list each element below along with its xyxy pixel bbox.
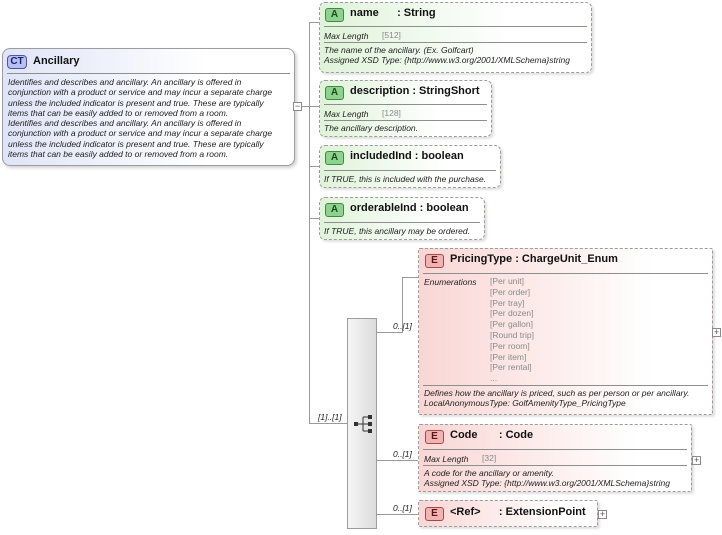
code-multiplicity: 0..[1] [393, 449, 412, 459]
attribute-orderableind-box[interactable]: A orderableInd : boolean If TRUE, this a… [319, 197, 485, 240]
element-divider [423, 465, 687, 466]
enumeration-item: [Per rental] [490, 362, 532, 373]
facet-value: [512] [382, 30, 401, 40]
attribute-badge: A [325, 8, 344, 22]
sequence-multiplicity: [1]..[1] [318, 412, 342, 422]
element-divider [423, 273, 708, 274]
element-badge: E [425, 430, 444, 444]
element-divider [423, 385, 708, 386]
expand-toggle-pricingtype[interactable]: + [712, 327, 721, 337]
element-pricingtype-label: PricingType : ChargeUnit_Enum [450, 253, 618, 265]
enumerations-label: Enumerations [424, 277, 477, 287]
complex-type-divider [7, 73, 290, 74]
connector-includedind [309, 166, 321, 167]
element-badge: E [425, 507, 444, 521]
element-pricingtype-box[interactable]: E PricingType : ChargeUnit_Enum Enumerat… [418, 248, 713, 415]
enumeration-item: [Per room] [490, 340, 530, 351]
facet-value: [128] [382, 108, 401, 118]
expand-toggle-ref[interactable]: + [598, 509, 607, 519]
collapse-toggle[interactable]: − [293, 101, 302, 111]
connector-seq-pricing [377, 332, 403, 333]
attribute-badge: A [325, 151, 344, 165]
enumeration-list: [Per unit] [Per order] [Per tray] [Per d… [490, 276, 534, 384]
enumeration-item: [Per tray] [490, 297, 525, 308]
element-divider [423, 449, 687, 450]
element-code-type: Assigned XSD Type: {http://www.w3.org/20… [424, 478, 670, 488]
sequence-compositor[interactable] [347, 318, 377, 529]
attribute-divider [324, 42, 587, 43]
attribute-name-label: name : String [350, 7, 436, 19]
attribute-orderableind-description: If TRUE, this ancillary may be ordered. [324, 226, 470, 236]
element-code-box[interactable]: E Code : Code Max Length [32] A code for… [418, 424, 692, 492]
facet-label: Max Length [324, 31, 369, 41]
ref-multiplicity: 0..[1] [393, 503, 412, 513]
attribute-badge: A [325, 203, 344, 217]
connector-pricing-h [402, 277, 419, 278]
expand-toggle-code[interactable]: + [692, 455, 701, 465]
connector-orderableind [309, 218, 321, 219]
attribute-divider [324, 120, 487, 121]
connector-sequence [309, 423, 348, 424]
connector-seq-pricing-v [402, 277, 403, 332]
complex-type-badge: CT [7, 55, 27, 69]
attribute-includedind-label: includedInd : boolean [350, 150, 464, 162]
attribute-divider [324, 26, 587, 27]
element-ref-box[interactable]: E <Ref> : ExtensionPoint [418, 500, 598, 527]
attribute-orderableind-label: orderableInd : boolean [350, 202, 469, 214]
attribute-badge: A [325, 86, 344, 100]
element-code-label: Code : Code [450, 429, 534, 441]
element-pricingtype-type: LocalAnonymousType: GolfAmenityType_Pric… [424, 398, 626, 408]
enumeration-item: [Round trip] [490, 329, 534, 340]
pricingtype-multiplicity: 0..[1] [393, 321, 412, 331]
attribute-divider [324, 170, 496, 171]
facet-label: Max Length [324, 109, 369, 119]
attribute-description-box[interactable]: A description : StringShort Max Length [… [319, 80, 492, 137]
attribute-includedind-description: If TRUE, this is included with the purch… [324, 174, 487, 184]
connector-trunk [309, 22, 310, 423]
element-code-description: A code for the ancillary or amenity. [424, 468, 554, 478]
attribute-description-text: The ancillary description. [324, 123, 419, 133]
enumeration-item: [Per order] [490, 286, 531, 297]
enumeration-item: [Per dozen] [490, 308, 534, 319]
attribute-divider [324, 222, 480, 223]
attribute-name-box[interactable]: A name : String Max Length [512] The nam… [319, 2, 592, 73]
attribute-description: The name of the ancillary. (Ex. Golfcart… [324, 45, 474, 55]
connector-ct-out [295, 106, 310, 107]
connector-ref [377, 514, 418, 515]
facet-label: Max Length [424, 454, 469, 464]
connector-description [309, 106, 321, 107]
facet-value: [32] [482, 453, 497, 463]
enumeration-item: [Per item] [490, 351, 527, 362]
connector-code [377, 460, 418, 461]
complex-type-box[interactable]: CT Ancillary Identifies and describes an… [2, 48, 295, 166]
complex-type-name: Ancillary [33, 55, 80, 67]
attribute-includedind-box[interactable]: A includedInd : boolean If TRUE, this is… [319, 145, 501, 188]
connector-name [309, 22, 321, 23]
enumeration-item: [Per gallon] [490, 319, 533, 330]
attribute-xsd-type: Assigned XSD Type: {http://www.w3.org/20… [324, 55, 570, 65]
complex-type-description: Identifies and describes and ancillary. … [8, 77, 273, 160]
element-badge: E [425, 254, 444, 268]
element-pricingtype-description: Defines how the ancillary is priced, suc… [424, 388, 690, 398]
attribute-divider [324, 104, 487, 105]
attribute-description-label: description : StringShort [350, 85, 480, 97]
sequence-icon [354, 415, 372, 433]
enumeration-item: [Per unit] [490, 276, 525, 286]
enumeration-item: ... [490, 373, 498, 384]
element-ref-label: <Ref> : ExtensionPoint [450, 506, 586, 518]
